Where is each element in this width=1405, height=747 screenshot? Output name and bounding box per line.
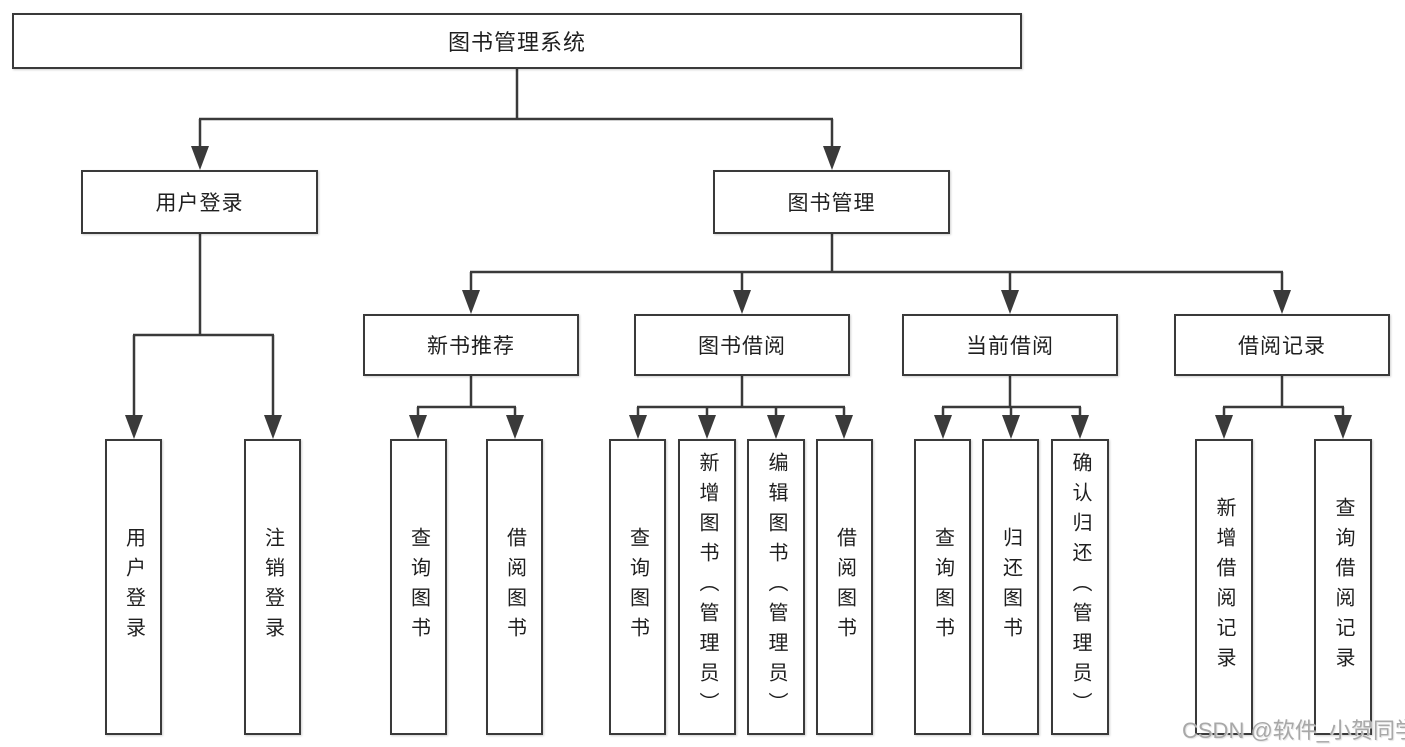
leaf-cb-query-books: 查询图书 bbox=[914, 439, 971, 735]
leaf-bb-borrow-books: 借阅图书 bbox=[816, 439, 873, 735]
node-label: 新书推荐 bbox=[427, 335, 515, 358]
node-book-management: 图书管理 bbox=[713, 170, 950, 234]
node-new-book-recommend: 新书推荐 bbox=[363, 314, 579, 376]
leaf-br-query-record: 查询借阅记录 bbox=[1314, 439, 1372, 735]
node-label: 用户登录 bbox=[155, 192, 244, 215]
node-label: 注销登录 bbox=[261, 527, 284, 647]
node-label: 图书管理系统 bbox=[447, 30, 586, 55]
node-label: 借阅图书 bbox=[503, 527, 526, 647]
node-label: 查询图书 bbox=[407, 527, 430, 647]
leaf-nbr-query-books: 查询图书 bbox=[390, 439, 447, 735]
leaf-br-add-record: 新增借阅记录 bbox=[1195, 439, 1253, 735]
node-label: 借阅记录 bbox=[1238, 335, 1326, 358]
csdn-watermark: CSDN @软件_小贺同学 bbox=[1182, 718, 1405, 743]
leaf-bb-edit-books-admin: 编辑图书（管理员） bbox=[747, 439, 805, 735]
arrowheads bbox=[125, 146, 1352, 439]
leaf-cb-confirm-return-admin: 确认归还（管理员） bbox=[1051, 439, 1109, 735]
node-book-borrowing: 图书借阅 bbox=[634, 314, 850, 376]
node-library-system: 图书管理系统 bbox=[12, 13, 1022, 69]
node-label: 图书借阅 bbox=[698, 335, 786, 358]
node-user-login: 用户登录 bbox=[81, 170, 318, 234]
node-label: 用户登录 bbox=[122, 527, 145, 647]
node-label: 查询图书 bbox=[931, 527, 954, 647]
node-current-borrowing: 当前借阅 bbox=[902, 314, 1118, 376]
leaf-cb-return-books: 归还图书 bbox=[982, 439, 1039, 735]
node-label: 图书管理 bbox=[787, 192, 876, 215]
node-borrow-records: 借阅记录 bbox=[1174, 314, 1390, 376]
node-label: 确认归还（管理员） bbox=[1069, 452, 1091, 722]
node-label: 借阅图书 bbox=[833, 527, 856, 647]
leaf-user-login: 用户登录 bbox=[105, 439, 162, 735]
node-label: 新增图书（管理员） bbox=[696, 452, 718, 722]
node-label: 编辑图书（管理员） bbox=[765, 452, 787, 722]
tree-edges bbox=[132, 69, 1345, 420]
leaf-nbr-borrow-books: 借阅图书 bbox=[486, 439, 543, 735]
node-label: 当前借阅 bbox=[966, 335, 1054, 358]
node-label: 归还图书 bbox=[999, 527, 1022, 647]
connector-lines bbox=[132, 69, 1345, 420]
leaf-bb-add-books-admin: 新增图书（管理员） bbox=[678, 439, 736, 735]
node-label: 查询图书 bbox=[626, 527, 649, 647]
leaf-bb-query-books: 查询图书 bbox=[609, 439, 666, 735]
leaf-logout: 注销登录 bbox=[244, 439, 301, 735]
node-label: 新增借阅记录 bbox=[1213, 497, 1235, 677]
node-label: 查询借阅记录 bbox=[1332, 497, 1354, 677]
